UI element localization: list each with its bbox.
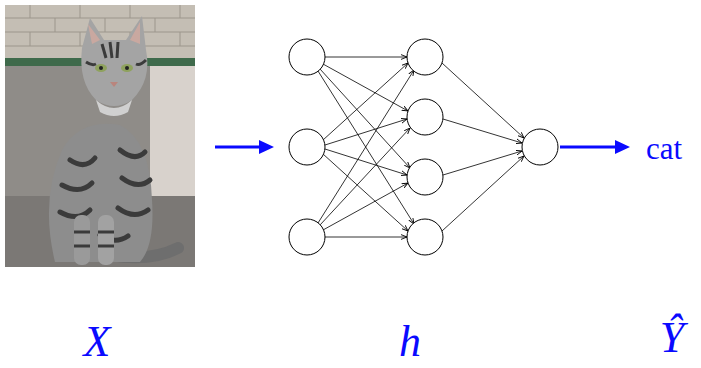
flow-arrow [560,140,630,154]
network-connections [318,57,524,237]
input-label: X [84,320,111,364]
cat-photo [5,5,195,267]
prediction-label: Ŷ [660,316,684,360]
neuron-circles [289,39,558,255]
flow-arrow [215,140,274,154]
hidden-label: h [399,320,421,364]
output-label: cat [646,133,682,164]
